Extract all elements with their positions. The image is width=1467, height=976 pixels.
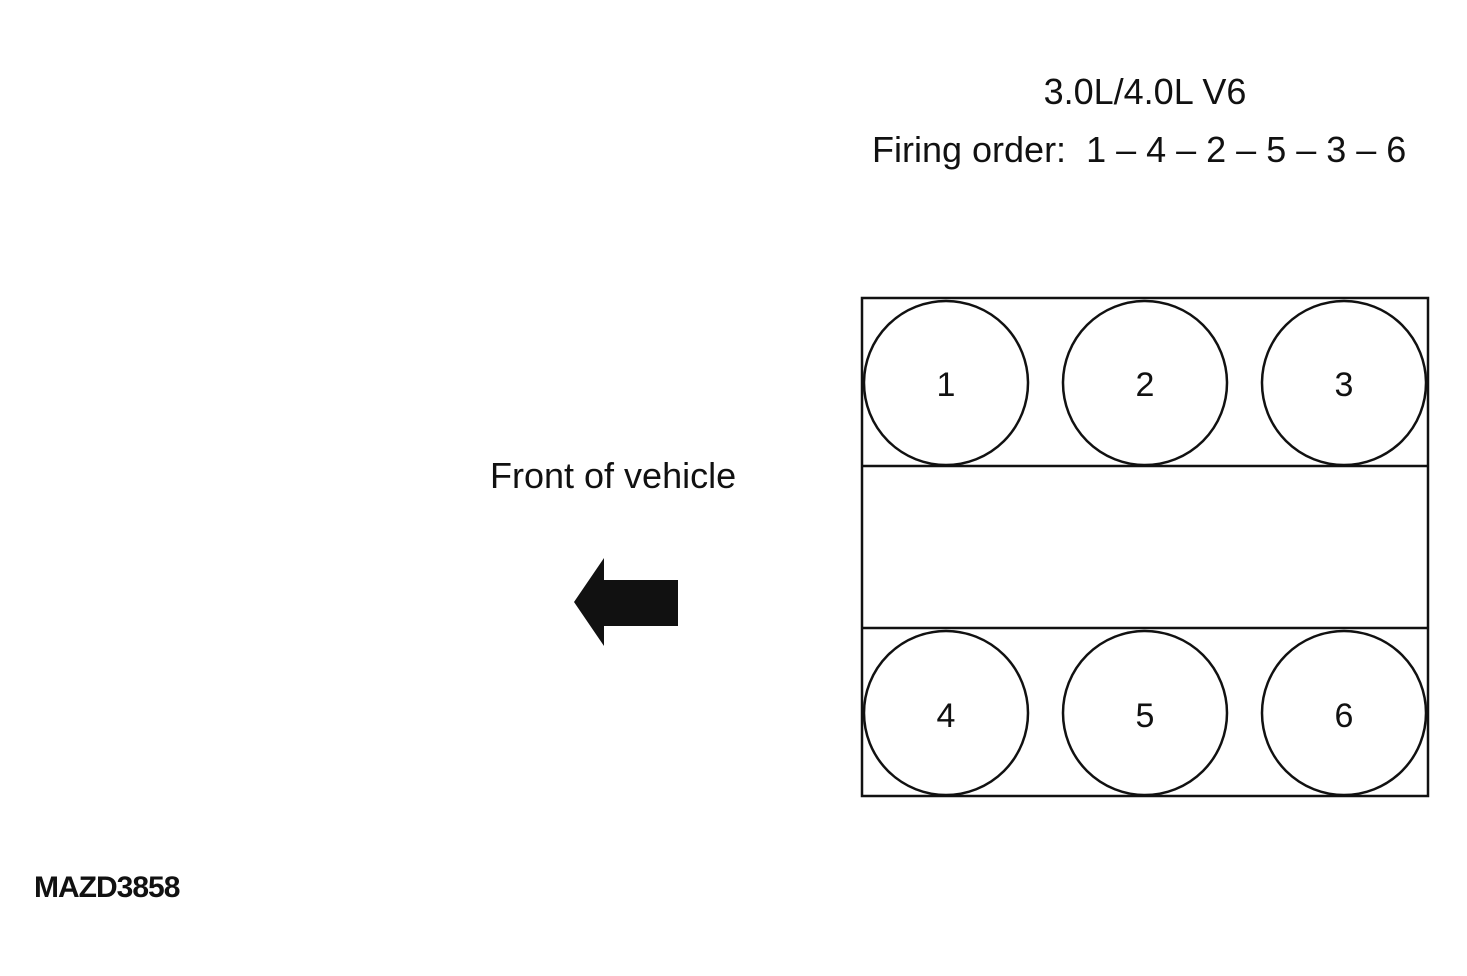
cylinder-4 (862, 629, 1030, 797)
cylinder-4-number: 4 (937, 697, 956, 735)
cylinder-3-number: 3 (1335, 366, 1354, 404)
firing-order-label: Firing order: 1 – 4 – 2 – 5 – 3 – 6 (872, 129, 1407, 170)
cylinder-1 (862, 299, 1030, 467)
cylinder-6 (1260, 629, 1428, 797)
cylinder-6-number: 6 (1335, 697, 1354, 735)
cylinder-3 (1260, 299, 1428, 467)
engine-title: 3.0L/4.0L V6 (1043, 71, 1247, 112)
front-of-vehicle-label: Front of vehicle (490, 455, 737, 496)
cylinder-1-number: 1 (937, 366, 956, 404)
figure-id: MAZD3858 (34, 871, 180, 904)
front-arrow-icon (574, 558, 678, 646)
cylinder-2-number: 2 (1136, 366, 1155, 404)
cylinder-bank-bottom: 4 5 6 (862, 629, 1428, 797)
cylinder-2 (1061, 299, 1229, 467)
cylinder-5 (1061, 629, 1229, 797)
cylinder-bank-top: 1 2 3 (862, 299, 1428, 467)
cylinder-5-number: 5 (1136, 697, 1155, 735)
